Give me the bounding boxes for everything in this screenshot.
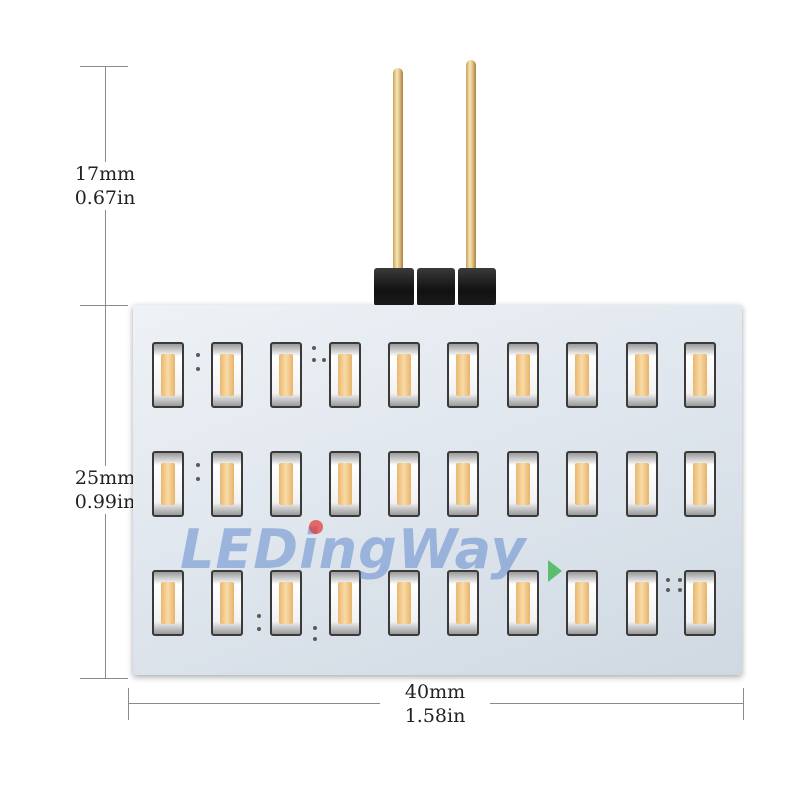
pad-dot [196,367,200,371]
smd-led [388,570,420,636]
pad-dot [313,637,317,641]
smd-led [329,342,361,408]
smd-led [626,451,658,517]
smd-led [270,570,302,636]
pad-dot [678,578,682,582]
smd-led [152,570,184,636]
connector-left [374,268,414,306]
smd-led [270,342,302,408]
board-width-label: 40mm 1.58in [380,680,490,728]
smd-led [447,451,479,517]
pad-dot [666,588,670,592]
smd-led [507,451,539,517]
watermark-text: LEDingWay [180,518,527,581]
smd-led [684,570,716,636]
pad-dot [257,627,261,631]
smd-led [152,451,184,517]
smd-led [447,570,479,636]
board-height-mm: 25mm [74,467,136,489]
smd-led [626,570,658,636]
dimension-tick-right [743,688,744,720]
smd-led [211,342,243,408]
smd-led [152,342,184,408]
smd-led [566,570,598,636]
pad-dot [313,626,317,630]
pad-dot [196,463,200,467]
watermark-red-dot [309,520,323,534]
board-width-mm: 40mm [404,681,466,703]
smd-led [626,342,658,408]
dimension-tick-top [80,66,128,67]
smd-led [566,342,598,408]
smd-led [388,451,420,517]
pad-dot [257,614,261,618]
pin-height-label: 17mm 0.67in [50,162,160,210]
pin-right [466,60,476,278]
smd-led [211,451,243,517]
smd-led [447,342,479,408]
smd-led [684,451,716,517]
pad-dot [322,358,326,362]
smd-led [329,451,361,517]
smd-led [329,570,361,636]
smd-led [566,451,598,517]
dimension-tick-board-top [80,305,128,306]
pad-dot [666,578,670,582]
pad-dot [678,588,682,592]
dimension-line-vertical [105,66,106,678]
pad-dot [196,353,200,357]
dimension-tick-board-bottom [80,678,128,679]
smd-led [270,451,302,517]
pad-dot [312,346,316,350]
pin-height-in: 0.67in [74,187,136,209]
connector-middle [417,268,455,306]
pad-dot [196,477,200,481]
board-height-in: 0.99in [74,491,136,513]
dimension-tick-left [128,688,129,720]
pin-height-mm: 17mm [74,163,136,185]
pad-dot [312,358,316,362]
smd-led [507,342,539,408]
connector-right [458,268,496,306]
watermark-green-arrow [548,560,562,582]
board-width-in: 1.58in [404,705,466,727]
smd-led [388,342,420,408]
smd-led [507,570,539,636]
smd-led [684,342,716,408]
pin-left [393,68,403,278]
smd-led [211,570,243,636]
